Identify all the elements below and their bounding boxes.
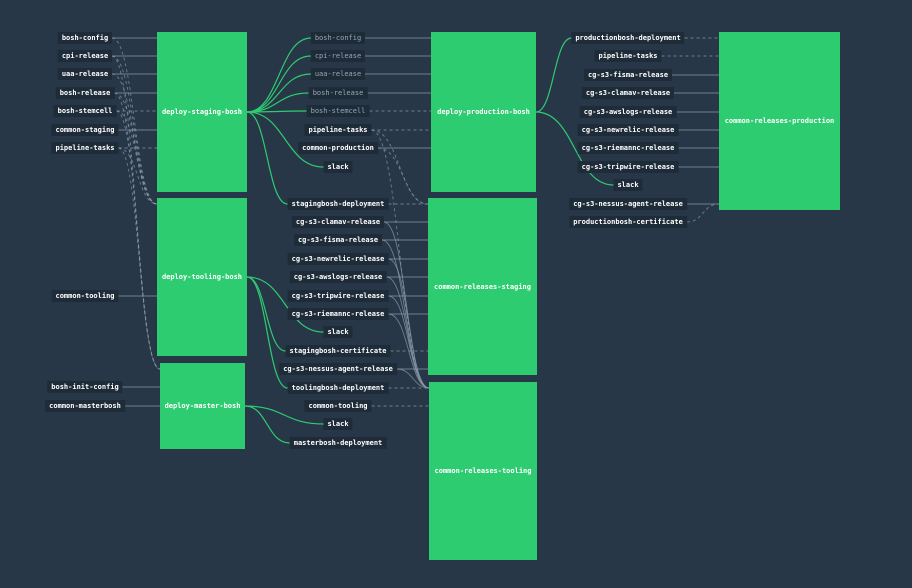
edge-r7-to-deploy-master-bosh bbox=[118, 147, 161, 370]
resource-stagingbosh-deployment[interactable]: stagingbosh-deployment bbox=[287, 198, 389, 210]
resource-slack[interactable]: slack bbox=[613, 179, 643, 191]
edge-deploy-production-bosh-to-p1 bbox=[535, 37, 572, 113]
resource-bosh-config[interactable]: bosh-config bbox=[57, 32, 113, 44]
resource-cg-s3-tripwire-release[interactable]: cg-s3-tripwire-release bbox=[287, 290, 389, 302]
edge-p11-to-common-releases-production bbox=[686, 203, 720, 223]
resource-cg-s3-nessus-agent-release[interactable]: cg-s3-nessus-agent-release bbox=[569, 198, 687, 210]
edge-deploy-staging-bosh-to-m9 bbox=[246, 111, 288, 205]
resource-cpi-release[interactable]: cpi-release bbox=[57, 50, 113, 62]
resource-pipeline-tasks[interactable]: pipeline-tasks bbox=[594, 50, 662, 62]
edge-m7-to-common-releases-staging bbox=[377, 147, 429, 205]
edge-deploy-staging-bosh-to-m4 bbox=[246, 92, 309, 113]
edge-deploy-staging-bosh-to-m5 bbox=[246, 110, 307, 113]
resource-bosh-init-config[interactable]: bosh-init-config bbox=[47, 381, 123, 393]
edge-r3-to-deploy-tooling-bosh bbox=[111, 73, 158, 205]
resource-slack[interactable]: slack bbox=[323, 161, 353, 173]
resource-stagingbosh-certificate[interactable]: stagingbosh-certificate bbox=[285, 345, 391, 357]
edge-m18-to-common-releases-tooling bbox=[396, 368, 430, 389]
edge-deploy-tooling-bosh-to-m16 bbox=[246, 276, 324, 333]
resource-cg-s3-nessus-agent-release[interactable]: cg-s3-nessus-agent-release bbox=[279, 363, 397, 375]
resource-bosh-release[interactable]: bosh-release bbox=[55, 87, 115, 99]
resource-pipeline-tasks[interactable]: pipeline-tasks bbox=[304, 124, 372, 136]
edge-deploy-master-bosh-to-m22 bbox=[244, 405, 290, 444]
resource-uaa-release[interactable]: uaa-release bbox=[310, 68, 366, 80]
resource-bosh-stemcell[interactable]: bosh-stemcell bbox=[306, 105, 370, 117]
job-common-releases-production[interactable]: common-releases-production bbox=[719, 32, 840, 210]
resource-cg-s3-newrelic-release[interactable]: cg-s3-newrelic-release bbox=[577, 124, 679, 136]
edge-r4-to-deploy-tooling-bosh bbox=[114, 92, 158, 205]
resource-cg-s3-fisma-release[interactable]: cg-s3-fisma-release bbox=[583, 69, 673, 81]
resource-cg-s3-clamav-release[interactable]: cg-s3-clamav-release bbox=[581, 87, 675, 99]
edge-deploy-staging-bosh-to-m1 bbox=[246, 37, 312, 113]
edge-deploy-staging-bosh-to-m2 bbox=[246, 55, 312, 113]
resource-common-tooling[interactable]: common-tooling bbox=[51, 290, 119, 302]
resource-bosh-release[interactable]: bosh-release bbox=[308, 87, 368, 99]
edge-deploy-staging-bosh-to-m3 bbox=[246, 73, 312, 113]
resource-slack[interactable]: slack bbox=[323, 418, 353, 430]
edge-r5-to-deploy-tooling-bosh bbox=[116, 110, 158, 205]
resource-common-production[interactable]: common-production bbox=[298, 142, 378, 154]
resource-cg-s3-awslogs-release[interactable]: cg-s3-awslogs-release bbox=[289, 271, 387, 283]
resource-uaa-release[interactable]: uaa-release bbox=[57, 68, 113, 80]
job-deploy-master-bosh[interactable]: deploy-master-bosh bbox=[160, 363, 245, 449]
edge-r2-to-deploy-tooling-bosh bbox=[111, 55, 158, 205]
edge-r2-to-deploy-master-bosh bbox=[111, 55, 161, 370]
edge-deploy-tooling-bosh-to-m17 bbox=[246, 276, 286, 352]
resource-pipeline-tasks[interactable]: pipeline-tasks bbox=[51, 142, 119, 154]
resource-productionbosh-certificate[interactable]: productionbosh-certificate bbox=[569, 216, 687, 228]
resource-cg-s3-tripwire-release[interactable]: cg-s3-tripwire-release bbox=[577, 161, 679, 173]
resource-bosh-config[interactable]: bosh-config bbox=[310, 32, 366, 44]
edge-m6-to-common-releases-staging bbox=[371, 129, 429, 205]
job-common-releases-staging[interactable]: common-releases-staging bbox=[428, 198, 537, 375]
resource-cg-s3-clamav-release[interactable]: cg-s3-clamav-release bbox=[291, 216, 385, 228]
resource-common-staging[interactable]: common-staging bbox=[51, 124, 119, 136]
resource-toolingbosh-deployment[interactable]: toolingbosh-deployment bbox=[287, 382, 389, 394]
resource-cg-s3-awslogs-release[interactable]: cg-s3-awslogs-release bbox=[579, 106, 677, 118]
resource-cg-s3-newrelic-release[interactable]: cg-s3-newrelic-release bbox=[287, 253, 389, 265]
job-deploy-tooling-bosh[interactable]: deploy-tooling-bosh bbox=[157, 198, 247, 356]
edge-deploy-staging-bosh-to-m8 bbox=[246, 111, 324, 168]
resource-cg-s3-riemannc-release[interactable]: cg-s3-riemannc-release bbox=[287, 308, 389, 320]
job-deploy-production-bosh[interactable]: deploy-production-bosh bbox=[431, 32, 536, 192]
edge-r7-to-deploy-tooling-bosh bbox=[118, 147, 158, 205]
resource-common-masterbosh[interactable]: common-masterbosh bbox=[45, 400, 125, 412]
resource-cg-s3-riemannc-release[interactable]: cg-s3-riemannc-release bbox=[577, 142, 679, 154]
edge-m15-to-common-releases-tooling bbox=[388, 313, 430, 389]
resource-masterbosh-deployment[interactable]: masterbosh-deployment bbox=[289, 437, 387, 449]
job-deploy-staging-bosh[interactable]: deploy-staging-bosh bbox=[157, 32, 247, 192]
resource-cpi-release[interactable]: cpi-release bbox=[310, 50, 366, 62]
resource-cg-s3-fisma-release[interactable]: cg-s3-fisma-release bbox=[293, 234, 383, 246]
job-common-releases-tooling[interactable]: common-releases-tooling bbox=[429, 382, 537, 560]
resource-productionbosh-deployment[interactable]: productionbosh-deployment bbox=[571, 32, 685, 44]
edge-r4-to-deploy-master-bosh bbox=[114, 92, 161, 370]
resource-common-tooling[interactable]: common-tooling bbox=[304, 400, 372, 412]
resource-bosh-stemcell[interactable]: bosh-stemcell bbox=[53, 105, 117, 117]
edge-r5-to-deploy-master-bosh bbox=[116, 110, 161, 370]
resource-slack[interactable]: slack bbox=[323, 326, 353, 338]
edge-r1-to-deploy-tooling-bosh bbox=[111, 37, 158, 205]
